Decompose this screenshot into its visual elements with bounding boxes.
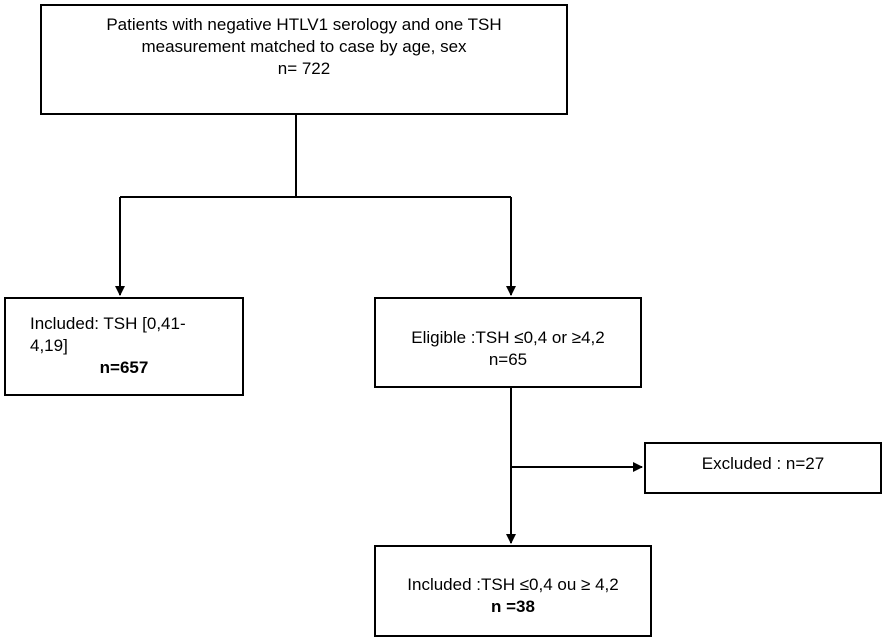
node-excluded: Excluded : n=27 xyxy=(644,442,882,494)
node-text-line: 4,19] xyxy=(30,336,68,355)
node-count: n=657 xyxy=(99,358,149,377)
node-count: n =38 xyxy=(491,597,535,616)
node-text-line: Included :TSH ≤0,4 ou ≥ 4,2 xyxy=(407,575,619,594)
node-text-line: Patients with negative HTLV1 serology an… xyxy=(106,15,502,34)
node-included-normal-tsh: Included: TSH [0,41- 4,19] n=657 xyxy=(4,297,244,396)
node-text-line: Eligible :TSH ≤0,4 or ≥4,2 xyxy=(411,328,605,347)
node-text-line: Included: TSH [0,41- xyxy=(30,314,186,333)
node-count: n=65 xyxy=(488,350,528,369)
node-text-line: Excluded : n=27 xyxy=(701,454,825,473)
node-matched-patients: Patients with negative HTLV1 serology an… xyxy=(40,4,568,115)
node-eligible-abnormal-tsh: Eligible :TSH ≤0,4 or ≥4,2 n=65 xyxy=(374,297,642,388)
node-text-line: measurement matched to case by age, sex xyxy=(141,37,467,56)
node-count: n= 722 xyxy=(277,59,331,78)
node-included-abnormal-tsh: Included :TSH ≤0,4 ou ≥ 4,2 n =38 xyxy=(374,545,652,637)
